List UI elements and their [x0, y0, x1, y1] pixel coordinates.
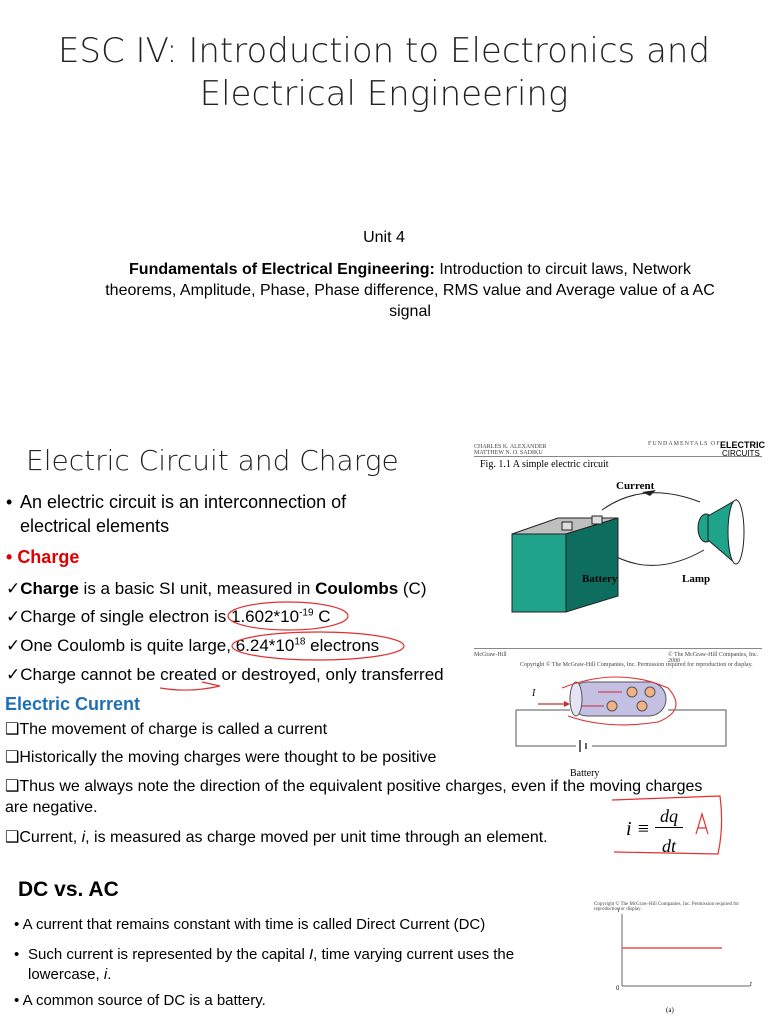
electron-charge-value: 1.602*10: [230, 607, 300, 626]
check4-text: Charge cannot be created or destroyed, o…: [20, 665, 444, 684]
check1-end: (C): [398, 579, 427, 598]
dcac-b3-text: A common source of DC is a battery.: [22, 992, 266, 1009]
fig1-brand-small: FUNDAMENTALS OF: [648, 441, 721, 447]
current-bullet-3: ❑Thus we always note the direction of th…: [5, 778, 703, 816]
check3-unit: electrons: [305, 636, 380, 655]
fig3-origin: 0: [616, 986, 620, 992]
fig3-drawing: [621, 914, 750, 987]
fig1-current-arrow: [642, 490, 656, 496]
fundamentals-text: Introduction to circuit laws, Network th…: [105, 261, 715, 320]
dcac-heading: DC vs. AC: [18, 878, 119, 901]
charge-check-3: ✓One Coulomb is quite large, 6.24*1018 e…: [6, 636, 380, 655]
fig1-terminal-pos: [591, 515, 603, 525]
formula-lhs: i ≡: [626, 818, 651, 840]
ink-underline: [159, 681, 221, 691]
coulomb-value: 6.24*10: [235, 636, 295, 655]
current-heading: Electric Current: [5, 694, 141, 714]
fig1-rule: [474, 456, 762, 457]
fig1-wire-top: [601, 492, 701, 511]
check2-unit: C: [313, 607, 331, 626]
fig2-wire: [515, 709, 727, 747]
coulomb-exp: 18: [294, 636, 306, 648]
fig1-caption: Fig. 1.1 A simple electric circuit: [480, 459, 609, 470]
fig3-x-label: t: [750, 982, 752, 988]
ink-circle-conductor: [561, 676, 677, 726]
figure-current-flow: Copyright © The McGraw-Hill Companies, I…: [508, 660, 758, 780]
section-title: Electric Circuit and Charge: [26, 444, 399, 477]
fig2-charge: [636, 700, 648, 712]
fig1-current-label: Current: [616, 480, 655, 492]
current-bullet-2: ❑Historically the moving charges were th…: [5, 749, 437, 766]
b4-post: , is measured as charge moved per unit t…: [85, 829, 548, 846]
coulombs-word: Coulombs: [315, 579, 399, 598]
fig2-copyright: Copyright © The McGraw-Hill Companies, I…: [520, 662, 753, 668]
charge-check-2: ✓Charge of single electron is 1.602*10-1…: [6, 607, 331, 626]
dcac-bullet-1: • A current that remains constant with t…: [14, 916, 486, 933]
current-bullet-4: ❑Current, i, is measured as charge moved…: [5, 829, 548, 846]
fig2-charge: [606, 700, 618, 712]
dcac-b1-text: A current that remains constant with tim…: [22, 916, 486, 933]
bullet-circuit-text: An electric circuit is an interconnectio…: [20, 492, 347, 536]
fig1-lamp-label: Lamp: [682, 573, 711, 585]
fig1-terminal-neg: [561, 521, 573, 531]
charge-heading-text: Charge: [17, 547, 80, 567]
fig1-brand-electric: ELECTRIC: [720, 440, 765, 450]
current-b2-text: Historically the moving charges were tho…: [19, 749, 437, 766]
bullet-dot: •: [6, 492, 13, 512]
fig1-battery-label: Battery: [582, 573, 618, 585]
fig1-brand-circuits: CIRCUITS: [722, 449, 760, 458]
electron-charge-exp: -19: [299, 607, 314, 619]
unit-label: Unit 4: [363, 229, 405, 246]
figure-simple-circuit: CHARLES K. ALEXANDER MATTHEW N. O. SADIK…: [474, 440, 765, 650]
b2-mid: , time varying current uses the lowercas…: [28, 946, 515, 983]
fig1-battery-side: [565, 517, 619, 613]
fig2-battery-label: Battery: [570, 768, 600, 779]
b2-i: i: [103, 966, 108, 983]
fig1-footer-left: McGraw-Hill: [474, 652, 507, 658]
dcac-bullet-3: • A common source of DC is a battery.: [14, 992, 266, 1009]
fig1-footer-right: © The McGraw-Hill Companies, Inc. 2000: [668, 652, 759, 664]
fig1-drawing: [511, 490, 745, 613]
charge-word: Charge: [20, 579, 79, 598]
dcac-bullet-2: •Such current is represented by the capi…: [14, 946, 515, 983]
charge-check-4: ✓Charge cannot be created or destroyed, …: [6, 665, 444, 684]
current-b3-text: Thus we always note the direction of the…: [5, 778, 703, 816]
fig1-battery-front: [511, 533, 567, 613]
ink-annotations: [159, 601, 405, 691]
fig1-author1: CHARLES K. ALEXANDER: [474, 444, 547, 450]
fig1-lamp-opening: [727, 499, 745, 565]
fig2-charge: [644, 686, 656, 698]
fig2-drawing: [515, 676, 727, 752]
fig1-author2: MATTHEW N. O. SADIKU: [474, 450, 543, 456]
check2-pre: Charge of single electron is: [20, 607, 231, 626]
charge-heading: • Charge: [6, 547, 80, 567]
fig3-copyright: Copyright © The McGraw-Hill Companies, I…: [594, 902, 740, 912]
b4-var: i: [81, 829, 86, 846]
current-bullet-1: ❑The movement of charge is called a curr…: [5, 721, 328, 738]
page-title: ESC IV: Introduction to Electronics and …: [57, 31, 711, 114]
b2-end: .: [107, 966, 112, 983]
fig1-bottom-rule: [474, 648, 762, 649]
formula-num: dq: [655, 806, 683, 828]
check1-mid: is a basic SI unit, measured in: [78, 579, 316, 598]
formula-den: dt: [661, 836, 676, 856]
unit-description: Fundamentals of Electrical Engineering: …: [100, 259, 720, 322]
figure-dc-plot: Copyright © The McGraw-Hill Companies, I…: [592, 902, 762, 1018]
ink-formula-box: [611, 795, 723, 855]
fig3-y-label: I: [618, 908, 620, 914]
fig3-sub-label: (a): [666, 1006, 674, 1014]
current-b1-text: The movement of charge is called a curre…: [19, 721, 328, 738]
fig2-i-label: I: [532, 688, 536, 699]
b4-pre: Current,: [19, 829, 82, 846]
bullet-circuit: • An electric circuit is an interconnecti…: [6, 490, 426, 538]
ink-circle-coulomb: [231, 631, 405, 661]
b2-pre: Such current is represented by the capit…: [28, 946, 309, 963]
check3-pre: One Coulomb is quite large,: [20, 636, 236, 655]
ink-circle-electron: [227, 601, 349, 631]
charge-check-1: ✓Charge is a basic SI unit, measured in …: [6, 579, 427, 598]
b2-I: I: [309, 946, 314, 963]
fig2-charge: [626, 686, 638, 698]
fundamentals-label: Fundamentals of Electrical Engineering:: [129, 261, 435, 278]
